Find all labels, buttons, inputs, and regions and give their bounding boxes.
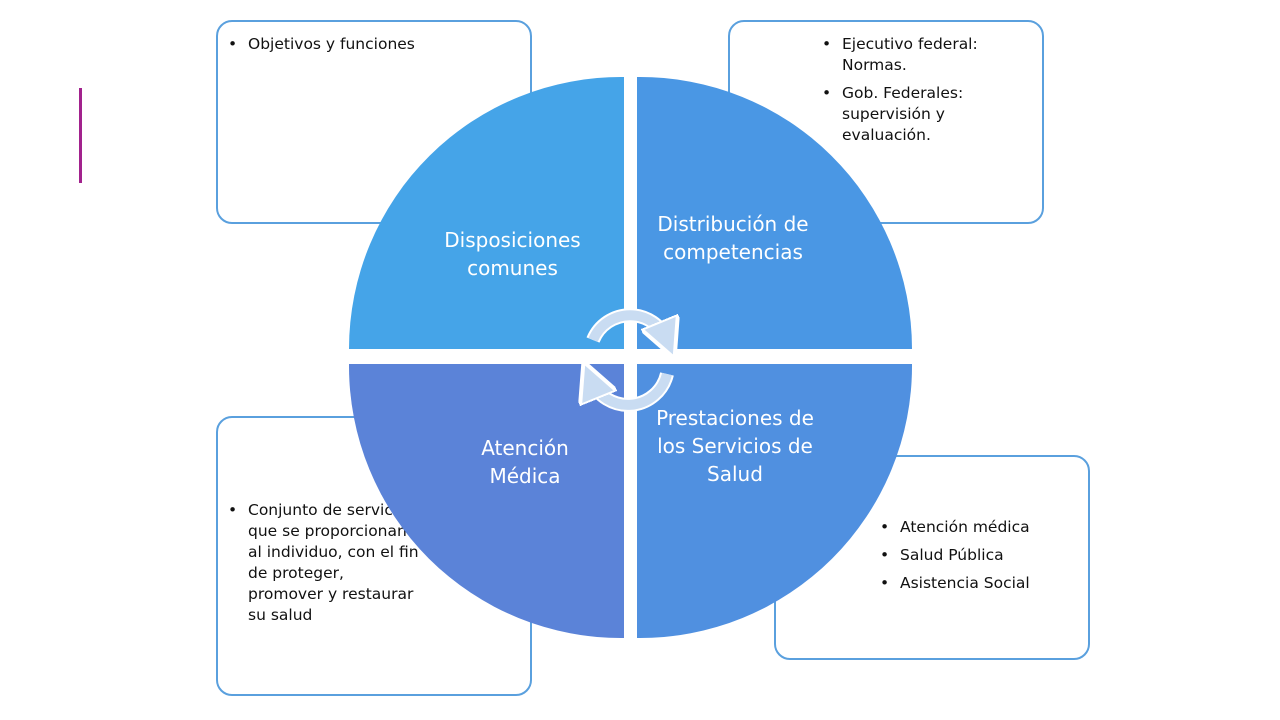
callout-distribucion: Ejecutivo federal: Normas. Gob. Federale…: [728, 20, 1044, 224]
accent-bar: [79, 88, 82, 183]
quadrant-bottom-right: [637, 364, 913, 639]
quadrant-label-distribucion: Distribución de competencias: [657, 212, 809, 264]
callout-item: Salud Pública: [878, 545, 1078, 566]
quadrant-label-prestaciones: Prestaciones de los Servicios de Salud: [656, 406, 814, 486]
callout-list: Ejecutivo federal: Normas. Gob. Federale…: [820, 34, 1020, 153]
quadrant-top-left: [349, 76, 624, 349]
quadrant-top-right: [637, 76, 912, 349]
callout-item: Atención médica: [878, 517, 1078, 538]
callout-item: Asistencia Social: [878, 573, 1078, 594]
callout-item: Conjunto de servicios que se proporciona…: [226, 500, 421, 626]
quadrant-bottom-left: [348, 364, 624, 639]
callout-item: Ejecutivo federal: Normas.: [820, 34, 1020, 76]
callout-list: Atención médica Salud Pública Asistencia…: [878, 517, 1078, 601]
callout-list: Conjunto de servicios que se proporciona…: [226, 500, 421, 633]
cycle-arrows-icon: [591, 308, 667, 412]
quadrant-label-disposiciones: Disposiciones comunes: [444, 228, 581, 280]
quadrant-label-atencion-medica: Atención Médica: [481, 436, 569, 488]
callout-item: Gob. Federales: supervisión y evaluación…: [820, 83, 1020, 146]
callout-item: Objetivos y funciones: [226, 34, 476, 55]
callout-list: Objetivos y funciones: [226, 34, 476, 62]
